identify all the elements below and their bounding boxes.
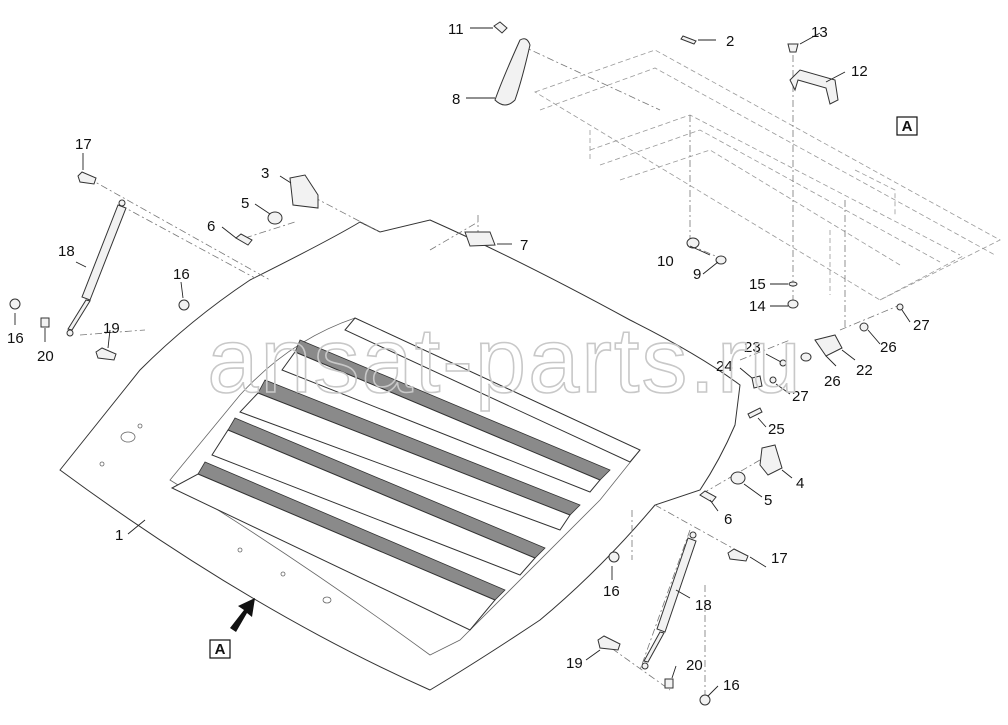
washer-23	[779, 359, 787, 367]
washer-26-a	[859, 322, 869, 332]
bolt-17-right	[727, 548, 749, 562]
callout-8: 8	[452, 91, 460, 108]
hinge-4	[759, 444, 783, 476]
gas-strut-left	[66, 199, 127, 337]
hardware	[9, 21, 904, 706]
callout-17-top: 17	[75, 136, 92, 153]
callout-5-top: 5	[241, 195, 249, 212]
callout-2: 2	[726, 33, 734, 50]
washer-5-bottom	[730, 471, 746, 485]
callout-23: 23	[744, 339, 761, 356]
svg-text:A: A	[215, 641, 226, 658]
callout-16-a: 16	[173, 266, 190, 283]
bolt-13	[787, 43, 799, 53]
callout-10: 10	[657, 253, 674, 270]
callout-3: 3	[261, 165, 269, 182]
callout-24: 24	[716, 358, 733, 375]
view-arrow	[230, 598, 255, 632]
callout-19-top: 19	[103, 320, 120, 337]
callout-18-bottom: 18	[695, 597, 712, 614]
callout-15: 15	[749, 276, 766, 293]
svg-text:A: A	[902, 118, 913, 135]
bolt-19-left	[95, 347, 117, 361]
watermark: ansat-parts.ru	[207, 310, 803, 412]
bolt-24	[751, 375, 763, 389]
latch-22	[814, 334, 843, 357]
view-marker-top: A	[896, 116, 918, 136]
view-marker-bottom: A	[209, 639, 231, 659]
callout-20-top: 20	[37, 348, 54, 365]
nut-9	[715, 255, 727, 265]
bolt-17-left	[77, 171, 97, 185]
nut-16-d	[699, 694, 711, 706]
washer-10	[686, 237, 700, 249]
callout-26-bottom: 26	[824, 373, 841, 390]
strap-8	[494, 38, 531, 106]
bolt-6-bottom	[699, 490, 717, 503]
nut-27-a	[896, 303, 904, 311]
washer-26-b	[800, 352, 812, 362]
callout-26-top: 26	[880, 339, 897, 356]
callout-6-top: 6	[207, 218, 215, 235]
bolt-6-top	[235, 233, 253, 246]
callout-13: 13	[811, 24, 828, 41]
callout-17-bottom: 17	[771, 550, 788, 567]
callout-22: 22	[856, 362, 873, 379]
bushing-20-right	[664, 678, 674, 689]
bolt-11	[493, 21, 508, 34]
nut-14	[787, 299, 799, 309]
callout-5-bottom: 5	[764, 492, 772, 509]
handle-12	[789, 69, 839, 105]
bolt-25	[747, 407, 763, 419]
callout-16-c: 16	[603, 583, 620, 600]
callout-20-bottom: 20	[686, 657, 703, 674]
callout-25: 25	[768, 421, 785, 438]
callout-4: 4	[796, 475, 804, 492]
nut-16-c	[608, 551, 620, 563]
pin-2	[680, 35, 697, 45]
frame-assembly	[534, 49, 1001, 301]
callout-7: 7	[520, 237, 528, 254]
leader-lines	[14, 27, 911, 697]
callout-labels: 11 2 13 12 8 3 5 6 7 10 9 15 14 17 18 16…	[7, 21, 930, 694]
nut-16-a	[9, 298, 21, 310]
hood-panel	[59, 219, 741, 691]
callout-16-d: 16	[723, 677, 740, 694]
callout-1: 1	[115, 527, 123, 544]
gas-strut-right	[641, 531, 697, 670]
nut-16-b	[178, 299, 190, 311]
bolt-19-right	[597, 635, 621, 651]
callout-19-bottom: 19	[566, 655, 583, 672]
hinge-3	[289, 174, 319, 209]
callout-6-bottom: 6	[724, 511, 732, 528]
washer-15	[788, 281, 798, 287]
callout-16-b: 16	[7, 330, 24, 347]
callout-27-bottom: 27	[792, 388, 809, 405]
callout-14: 14	[749, 298, 766, 315]
callout-27-top: 27	[913, 317, 930, 334]
clip-7	[464, 231, 496, 247]
callout-18-top: 18	[58, 243, 75, 260]
callout-11: 11	[448, 21, 464, 38]
callout-12: 12	[851, 63, 868, 80]
washer-5-top	[267, 211, 283, 225]
callout-9: 9	[693, 266, 701, 283]
nut-27-b	[769, 376, 777, 384]
bushing-20-left	[40, 317, 50, 328]
